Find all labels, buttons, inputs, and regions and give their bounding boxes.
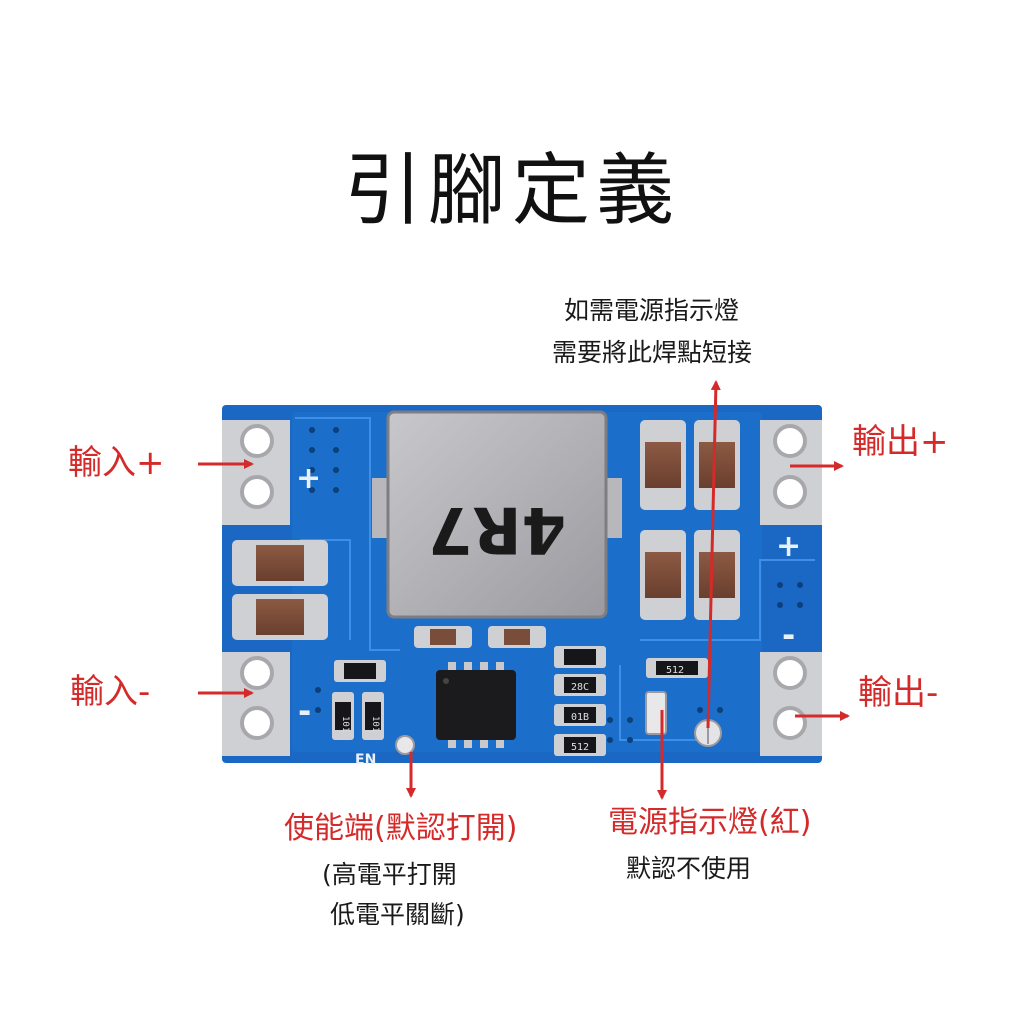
- label-power-led: 電源指示燈(紅): [608, 805, 812, 840]
- page-title: 引腳定義: [343, 146, 680, 236]
- inductor: [372, 410, 622, 619]
- silk-plus-left: +: [296, 461, 321, 496]
- small-capacitors: [414, 626, 546, 648]
- resistor-stack-marking-1: 28C: [571, 682, 589, 693]
- en-pad: [395, 735, 415, 755]
- left-pad-strip-bottom: [222, 652, 290, 756]
- silk-en: EN: [355, 752, 376, 768]
- left-pad-strip-top: [222, 420, 290, 525]
- enable-note-line-1: (高電平打開: [322, 860, 457, 889]
- resistor-r2-marking: 101: [370, 716, 380, 732]
- resistor-r1: [332, 692, 354, 740]
- label-enable: 使能端(默認打開): [284, 811, 518, 846]
- resistor-led-body: [656, 661, 698, 675]
- label-input-plus: 輸入+: [68, 443, 165, 483]
- resistor-top-left-body: [344, 663, 376, 679]
- solder-note-line-2: 需要將此焊點短接: [552, 338, 753, 367]
- power-led-note: 默認不使用: [626, 854, 752, 883]
- resistor-r2: [362, 692, 384, 740]
- resistor-stack-marking-2: 01B: [571, 712, 589, 723]
- solder-bridge-pad: [694, 719, 722, 747]
- ic-chip: [436, 662, 516, 748]
- resistor-stack-marking-3: 512: [571, 742, 589, 753]
- silk-plus-right: +: [776, 529, 801, 564]
- solder-note-line-1: 如需電源指示燈: [564, 296, 740, 325]
- label-output-minus: 輸出-: [858, 673, 939, 713]
- via-dots: [309, 427, 803, 743]
- label-input-minus: 輸入-: [70, 672, 151, 712]
- label-output-plus: 輸出+: [852, 422, 949, 462]
- resistor-stack: [554, 646, 606, 756]
- capacitor-group-left: [232, 540, 328, 640]
- resistor-r1-marking: 101: [340, 716, 350, 732]
- inductor-marking: 4R7: [428, 492, 566, 566]
- silk-minus-right: -: [782, 616, 795, 654]
- silk-minus-left: -: [298, 692, 311, 730]
- enable-note-line-2: 低電平關斷): [330, 900, 465, 929]
- resistor-led-marking: 512: [666, 665, 684, 676]
- right-pad-strip-bottom: [760, 652, 822, 756]
- power-led-footprint: [645, 691, 667, 735]
- right-pad-strip-top: [760, 420, 822, 525]
